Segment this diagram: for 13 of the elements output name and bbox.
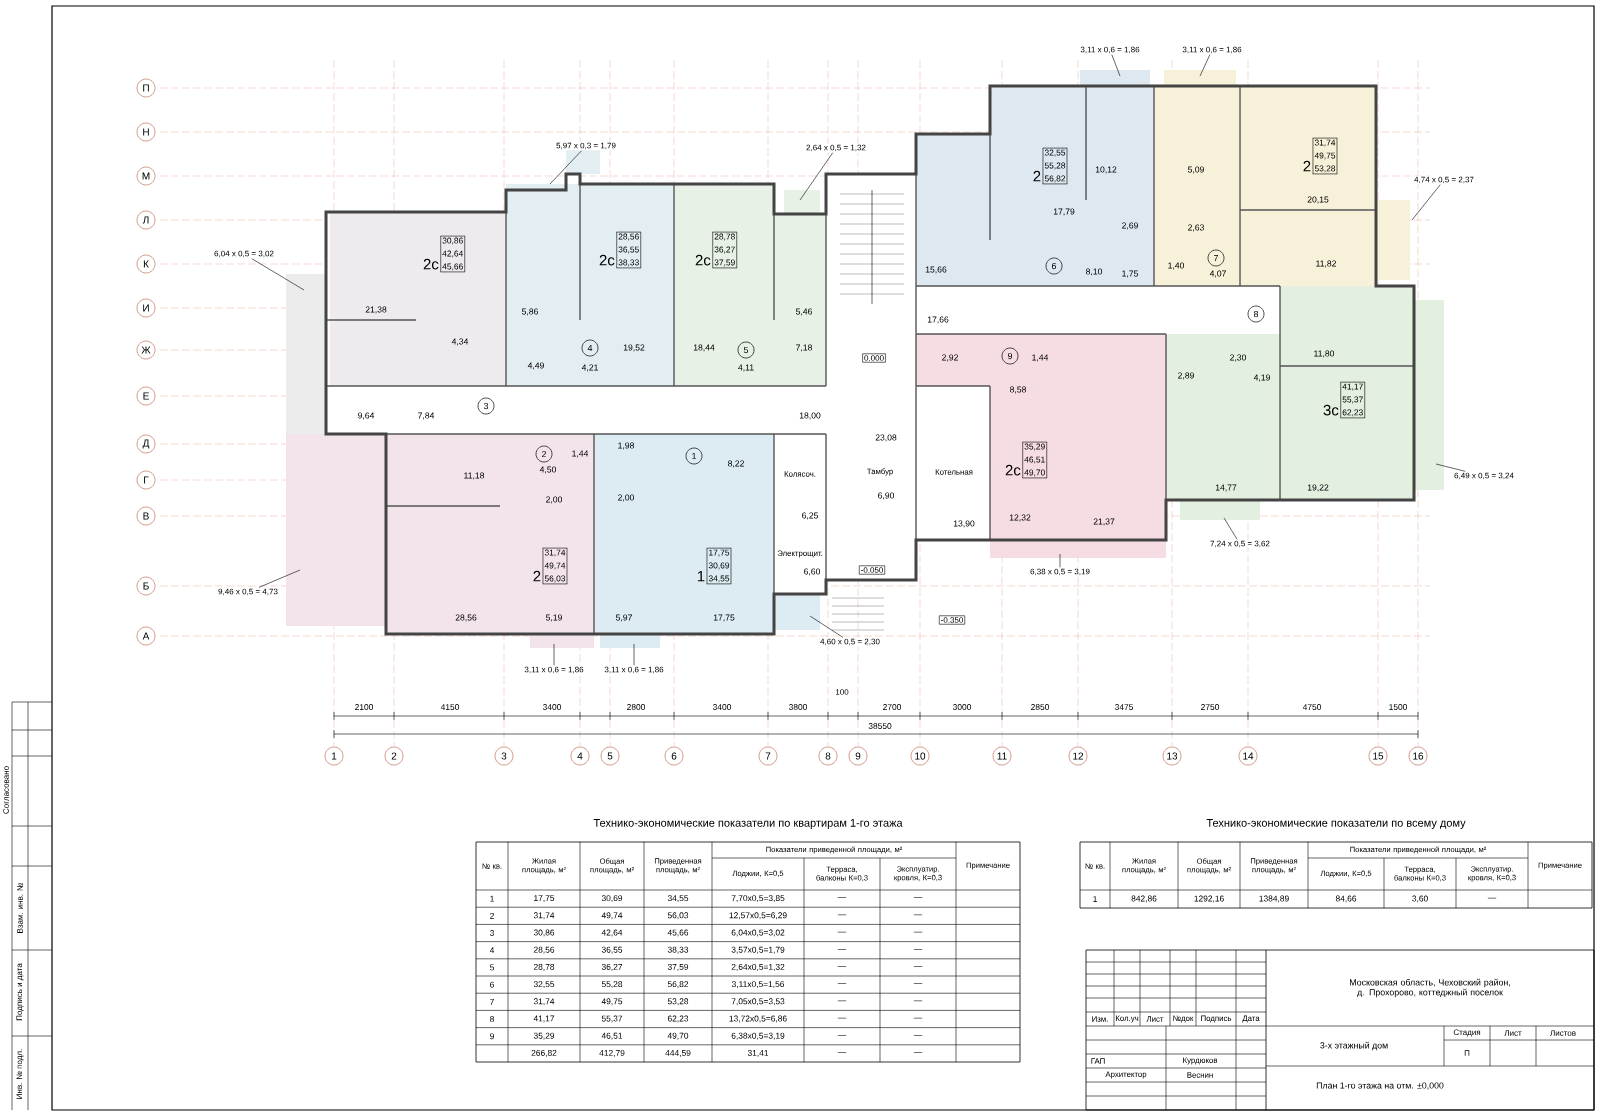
leader-line — [1223, 517, 1238, 540]
leader-line — [1199, 54, 1211, 77]
leader-line — [809, 615, 844, 638]
leader-line — [1111, 54, 1121, 77]
leader-line — [251, 258, 305, 291]
leader-line — [549, 150, 582, 185]
leader-line — [799, 152, 834, 201]
leader-line — [1435, 463, 1466, 472]
leader-line — [553, 643, 555, 666]
leader-line — [633, 643, 635, 666]
leader-line — [1059, 553, 1061, 568]
leader-line — [258, 569, 301, 588]
leader-line — [1411, 184, 1441, 221]
